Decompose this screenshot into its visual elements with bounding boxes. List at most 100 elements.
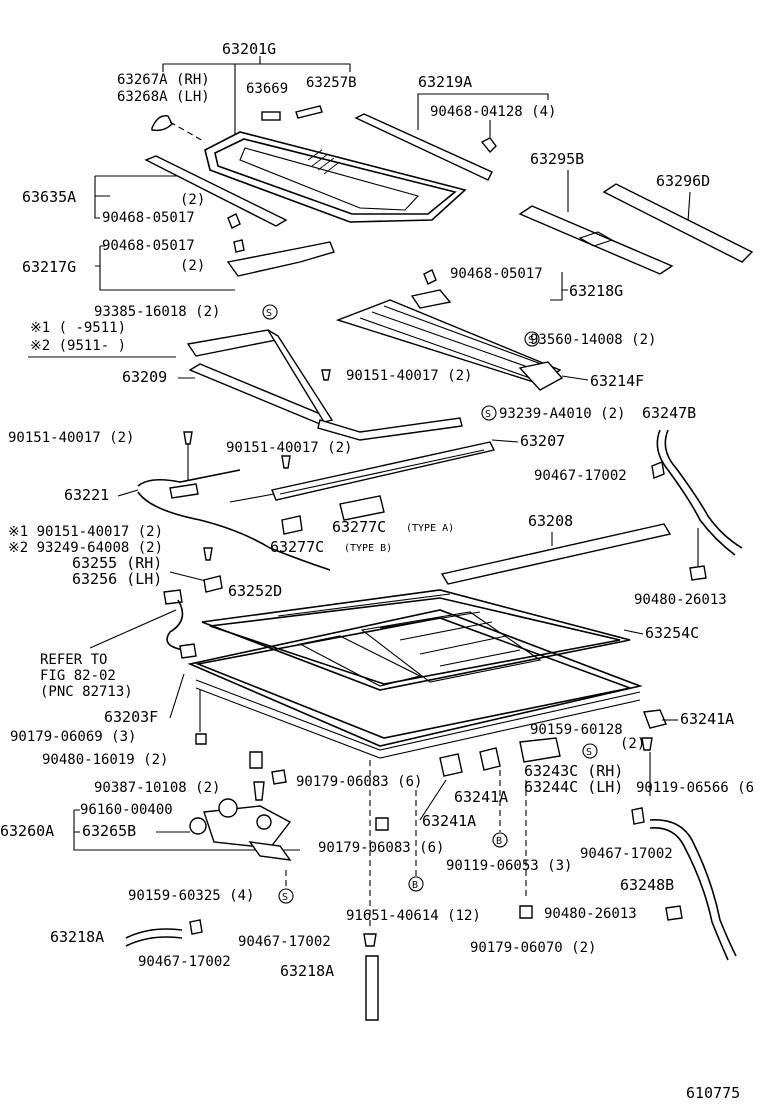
label-63221: 63221 [64, 486, 109, 504]
label-63244C: 63244C (LH) [524, 778, 623, 796]
bracket-63635A [94, 175, 180, 219]
label-90480-26013-a: 90480-26013 [634, 592, 727, 608]
clamp-90467-c [189, 919, 203, 935]
glass-panel-63201G [204, 131, 467, 223]
bracket-63241A-a [643, 709, 667, 729]
label-63256: 63256 (LH) [72, 570, 162, 588]
label-90119-06566: 90119-06566 (6 [636, 780, 754, 796]
rail-63635A [144, 155, 288, 227]
label-63218A-a: 63218A [50, 928, 104, 946]
label-qty2-c: (2) [620, 736, 645, 752]
label-90467-17002-b: 90467-17002 [580, 846, 673, 862]
label-63257B: 63257B [306, 75, 357, 91]
label-90467-17002-d: 90467-17002 [238, 934, 331, 950]
leader-63255 [169, 571, 211, 583]
frame-63218G [335, 289, 562, 385]
clip-90179-06083-b [375, 817, 389, 831]
clip-90179-06083-a [271, 769, 287, 785]
label-90151-40017-a: 90151-40017 (2) [346, 368, 472, 384]
bracket-63241A-b [439, 753, 463, 777]
clip-90179-06069 [195, 733, 207, 745]
screw-90151-b [183, 431, 193, 445]
label-63201G: 63201G [222, 40, 276, 58]
bracket-63214F [518, 361, 564, 391]
bracket-63260A [73, 809, 300, 851]
rail-63217G [226, 241, 335, 277]
panel-63295B [518, 205, 674, 275]
label-90179-06083-b: 90179-06083 (6) [318, 840, 444, 856]
bolt-90159-60128 [641, 737, 653, 751]
grommet-90480-16019 [249, 751, 263, 769]
label-63247B: 63247B [642, 404, 696, 422]
label-63255: 63255 (RH) [72, 554, 162, 572]
svg-text:S: S [485, 409, 491, 420]
label-qty2-a: (2) [180, 192, 205, 208]
label-90159-60325: 90159-60325 (4) [128, 888, 254, 904]
label-63277C-b: 63277C [270, 538, 324, 556]
label-63265B: 63265B [82, 822, 136, 840]
clip-90468-04128 [480, 137, 497, 154]
refer-line-3: (PNC 82713) [40, 684, 133, 700]
note-1: ※1 ( -9511) [30, 320, 126, 336]
s-marker-93560: S [524, 331, 540, 347]
label-63218G: 63218G [569, 282, 623, 300]
label-96160-00400: 96160-00400 [80, 802, 173, 818]
bracket-63201G [162, 56, 351, 72]
leader-63296D [687, 191, 691, 223]
frame-63254C [187, 589, 643, 759]
label-63260A: 63260A [0, 822, 54, 840]
refer-line-2: FIG 82-02 [40, 668, 116, 684]
label-63203F: 63203F [104, 708, 158, 726]
leader-63207 [491, 439, 519, 443]
label-90179-06070: 90179-06070 (2) [470, 940, 596, 956]
label-90468-05017-b: 90468-05017 [102, 238, 195, 254]
label-93560-14008: 93560-14008 (2) [530, 332, 656, 348]
label-63241A-b: 63241A [454, 788, 508, 806]
bracket-63255 [203, 575, 223, 593]
label-90159-60128: 90159-60128 [530, 722, 623, 738]
screw-90151-c [281, 455, 291, 469]
label-90151-40017-c: 90151-40017 (2) [226, 440, 352, 456]
clip-90468-05017-a [227, 213, 241, 229]
guide-63208 [440, 523, 672, 585]
screw-90151-a [321, 369, 331, 381]
bolt-90387 [253, 781, 265, 801]
b-marker-91651: B [408, 876, 424, 892]
label-type-b: (TYPE B) [344, 543, 392, 554]
svg-text:S: S [282, 892, 288, 903]
leader-refer [89, 609, 177, 649]
label-91651-40614: 91651-40614 (12) [346, 908, 481, 924]
b-marker-90119: B [492, 832, 508, 848]
clamp-90467-b [631, 807, 645, 825]
label-90387-10108: 90387-10108 (2) [94, 780, 220, 796]
grommet-90480-b [665, 905, 683, 921]
label-90480-26013-b: 90480-26013 [544, 906, 637, 922]
hose-63248B [649, 819, 737, 957]
label-63635A: 63635A [22, 188, 76, 206]
strip-63257B [295, 105, 323, 119]
refer-line-1: REFER TO [40, 652, 107, 668]
label-63241A-c: 63241A [422, 812, 476, 830]
weatherstrip-63219A [354, 113, 493, 181]
label-63241A-a: 63241A [680, 710, 734, 728]
label-63243C: 63243C (RH) [524, 762, 623, 780]
leader-63254C [623, 629, 644, 635]
label-63208: 63208 [528, 512, 573, 530]
label-63214F: 63214F [590, 372, 644, 390]
hose-63247B [656, 429, 736, 556]
note-2-part: ※2 93249-64008 (2) [8, 540, 163, 556]
label-63268A: 63268A (LH) [117, 89, 210, 105]
guide-63207 [229, 441, 496, 503]
hose-63218A-b [365, 955, 379, 1021]
label-90151-40017-b: 90151-40017 (2) [8, 430, 134, 446]
label-93239-A4010: 93239-A4010 (2) [499, 406, 625, 422]
dash-63267A [169, 121, 206, 143]
clamp-90467-a [651, 461, 665, 479]
shoe-63277C-b [281, 515, 303, 535]
svg-text:S: S [266, 308, 272, 319]
label-63252D: 63252D [228, 582, 282, 600]
svg-text:S: S [586, 747, 592, 758]
label-90468-04128: 90468-04128 (4) [430, 104, 556, 120]
bracket-63218G [550, 272, 568, 301]
label-90179-06083-a: 90179-06083 (6) [296, 774, 422, 790]
